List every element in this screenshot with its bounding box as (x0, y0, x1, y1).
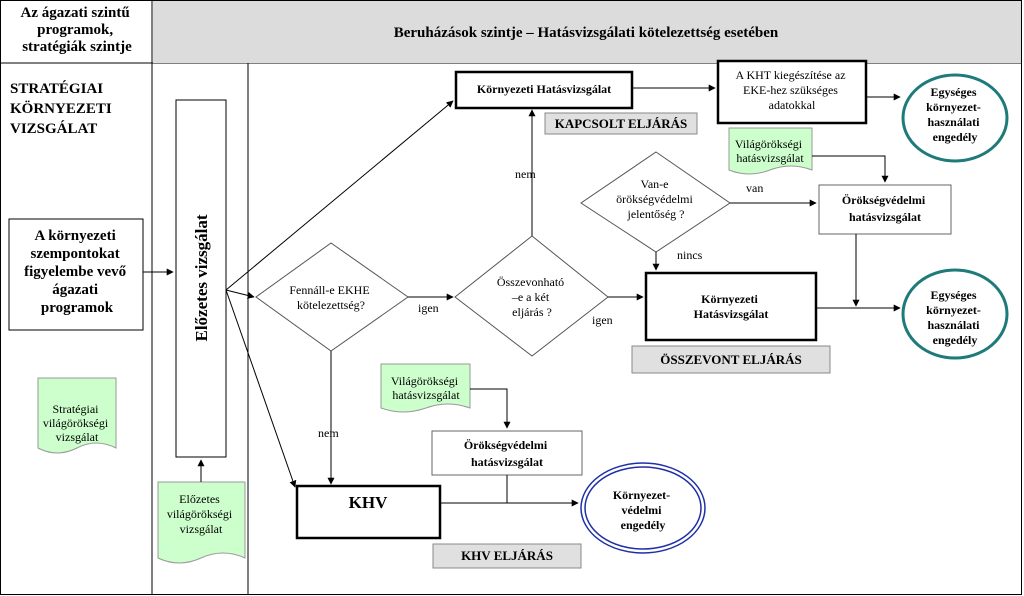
label-igen-1: igen (418, 301, 439, 315)
unified-permit-mid-text: Egységes környezet- használati engedély (926, 288, 984, 347)
arrow-worlddoc-to-impact (812, 155, 889, 183)
heritage-impact-right-text: Örökségvédelmi hatásvizsgálat (842, 193, 928, 224)
khv-box (295, 484, 442, 540)
heritage-impact-bottom-box (431, 430, 583, 476)
heritage-impact-bottom-text: Örökségvédelmi hatásvizsgálat (464, 438, 550, 469)
linked-procedure-text: KAPCSOLT ELJÁRÁS (555, 116, 688, 131)
world-heritage-doc-bottom (380, 363, 471, 413)
label-nincs: nincs (677, 248, 703, 262)
label-igen-2: igen (592, 313, 613, 327)
programs-box (8, 218, 144, 331)
prelim-box (175, 99, 227, 458)
ekhe-question-diamond (255, 242, 409, 352)
kv-merged-text: Környezeti Hatásvizsgálat (694, 292, 769, 321)
unified-permit-mid (901, 268, 1009, 360)
heritage-impact-right-box (818, 184, 952, 235)
khv-procedure-text: KHV ELJÁRÁS (461, 548, 553, 563)
label-van: van (746, 181, 763, 195)
linked-procedure-tag (544, 112, 698, 135)
kht-supplement-box (716, 59, 868, 125)
merge-question-diamond (454, 235, 609, 357)
merged-procedure-text: ÖSSZEVONT ELJÁRÁS (660, 352, 801, 367)
khv-procedure-tag (432, 543, 582, 569)
skv-title: STRATÉGIAI KÖRNYEZETI VIZSGÁLAT (10, 80, 115, 137)
kht-supplement-text: A KHT kiegészítése az EKE-hez szükséges … (735, 68, 848, 112)
merge-question-text: Összevonható –e a két eljárás ? (497, 275, 567, 319)
header-right-title: Beruházások szintje – Hatásvizsgálati kö… (394, 25, 779, 41)
arrow-prelim-to-ekhe (225, 289, 255, 299)
kv-linked-text: Környezeti Hatásvizsgálat (477, 82, 611, 96)
khv-box-text: KHV (349, 493, 388, 512)
header-left-title: Az ágazati szintű programok, stratégiák … (21, 5, 134, 55)
unified-permit-top-text: Egységes környezet- használati engedély (926, 85, 984, 144)
merged-procedure-tag (631, 345, 831, 374)
label-nem-2: nem (318, 426, 339, 440)
world-heritage-doc-bottom-text: Világörökségi hatásvizsgálat (391, 374, 461, 402)
prelim-heritage-doc (157, 481, 246, 564)
connectors (143, 84, 901, 507)
heritage-question-text: Van-e örökségvédelmi jelentőség ? (616, 177, 696, 221)
unified-permit-top (901, 73, 1009, 163)
strategic-heritage-doc (37, 377, 117, 454)
env-permit (580, 462, 706, 554)
arrow-worlddoc-bottom-to-impact (470, 388, 511, 429)
prelim-heritage-doc-text: Előzetes világörökségi vizsgálat (167, 492, 235, 536)
world-heritage-doc-top-text: Világörökségi hatásvizsgálat (735, 137, 805, 165)
arrow-prelim-to-kv-linked (225, 100, 454, 291)
kv-linked-box (454, 70, 634, 110)
arrow-prelim-to-khv (225, 289, 297, 488)
programs-box-text: A környezeti szempontokat figyelembe vev… (24, 228, 130, 316)
label-nem-1: nem (515, 167, 536, 181)
prelim-box-label: Előzetes vizsgálat (192, 214, 211, 341)
env-permit-text: Környezet- védelmi engedély (613, 488, 673, 532)
ekhe-question-text: Fennáll-e EKHE kötelezettség? (289, 283, 372, 312)
world-heritage-doc-top (728, 127, 813, 175)
strategic-heritage-doc-text: Stratégiai világörökségi vizsgálat (43, 402, 111, 444)
kv-merged-box (644, 271, 818, 342)
header-background (153, 1, 1021, 63)
